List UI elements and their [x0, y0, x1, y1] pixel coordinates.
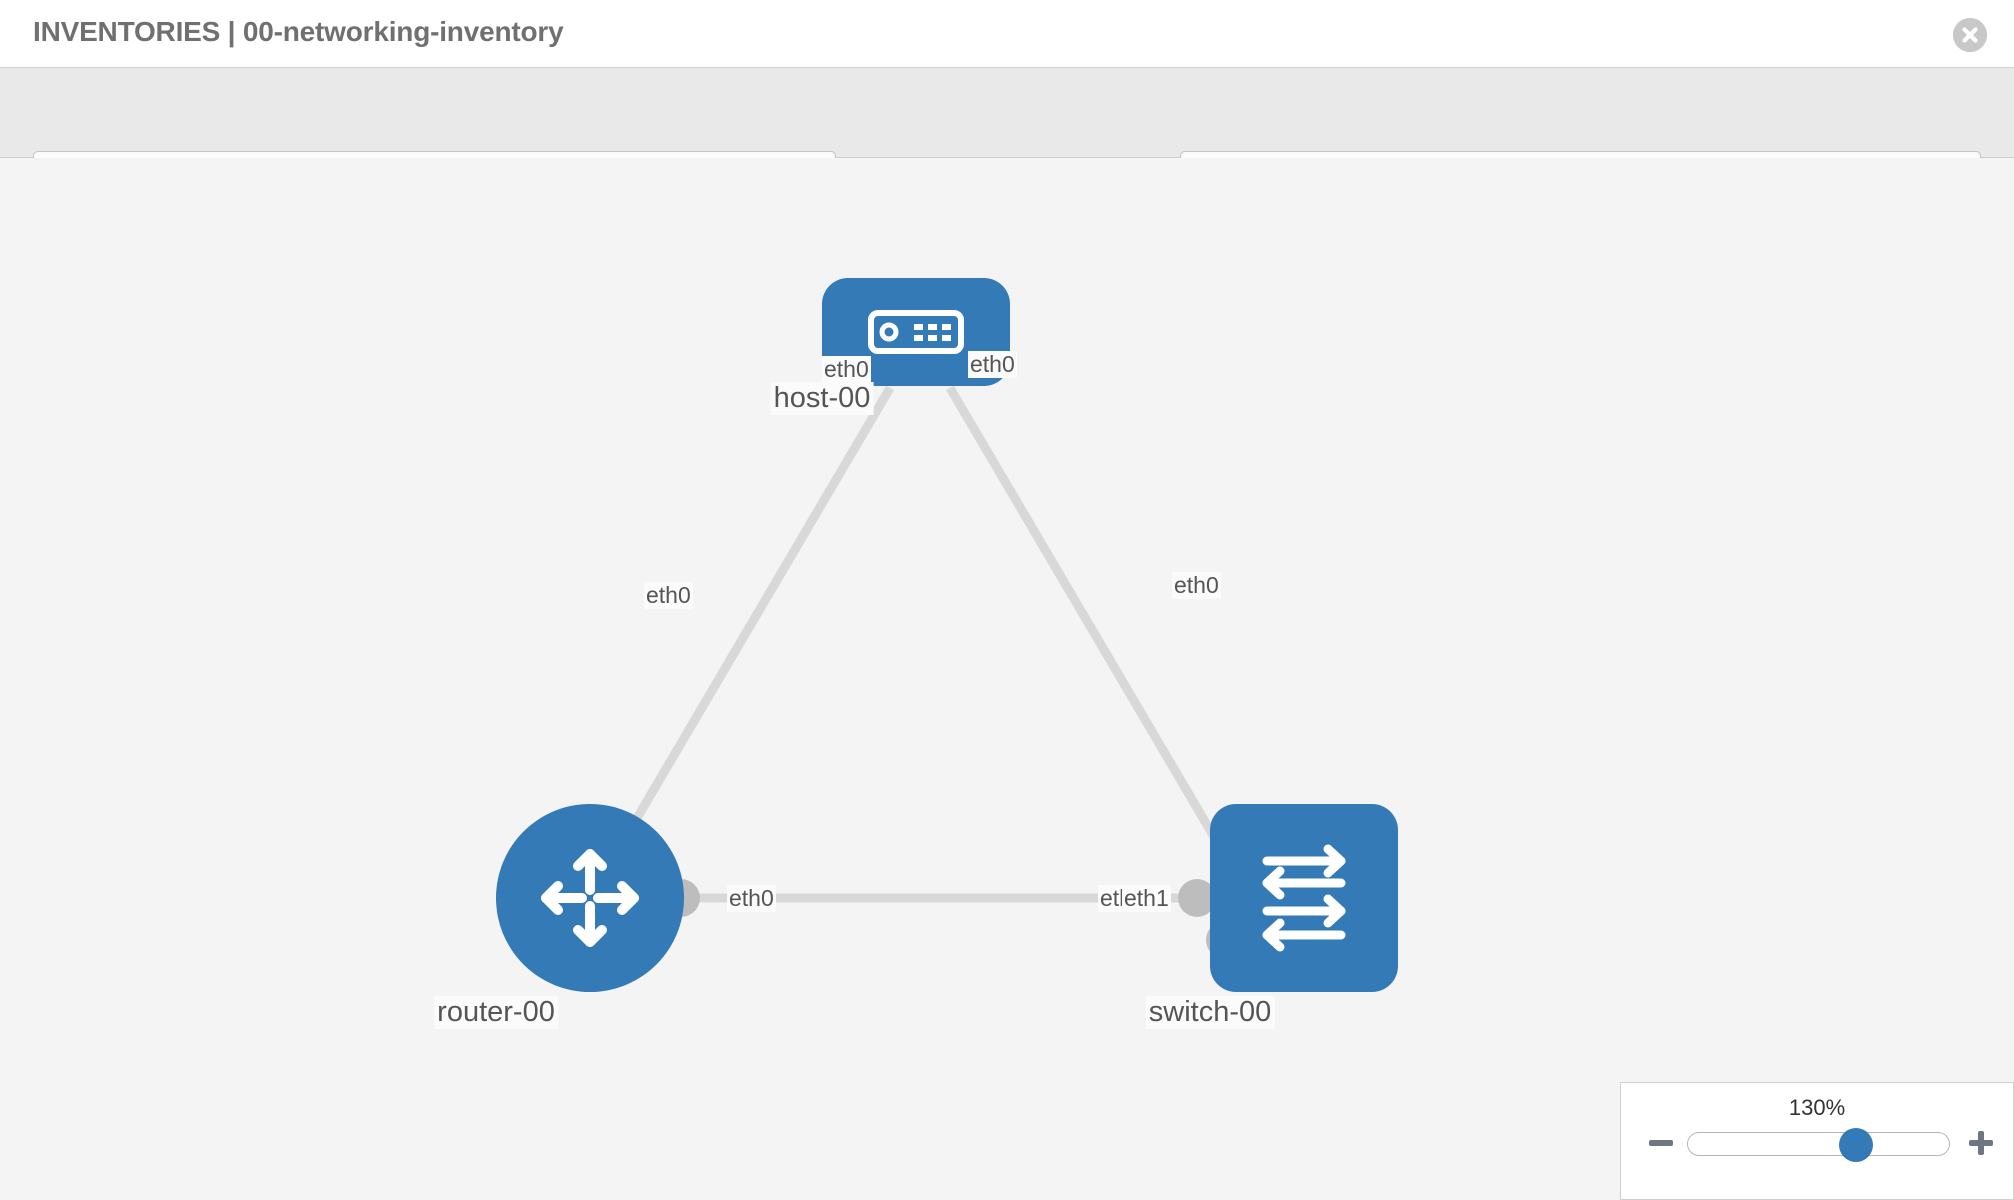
switch-arrows-icon: [1262, 844, 1346, 952]
zoom-slider-thumb[interactable]: [1839, 1128, 1874, 1162]
server-icon: [868, 310, 964, 354]
edge-label-switch-up: eth0: [1172, 572, 1221, 599]
close-button[interactable]: [1953, 18, 1987, 52]
edge-label-host-right: eth0: [968, 351, 1017, 378]
node-router-00-shape: [496, 804, 684, 992]
zoom-level-value: 130%: [1788, 1095, 1846, 1120]
edge-label-host-left: eth0: [822, 356, 871, 383]
node-switch-00-label: switch-00: [1145, 996, 1275, 1029]
topology-canvas[interactable]: host-00 router-00: [0, 158, 2014, 1200]
zoom-slider-track[interactable]: [1687, 1128, 1950, 1162]
node-router-00-label: router-00: [434, 996, 558, 1029]
node-host-00-label: host-00: [770, 382, 874, 415]
edge-label-router-right: eth0: [727, 885, 776, 912]
zoom-control-panel: 130%: [1620, 1082, 2014, 1200]
zoom-out-button[interactable]: [1647, 1129, 1675, 1157]
edge-label-switch-left-over: eth1: [1122, 885, 1171, 912]
page-title: INVENTORIES | 00-networking-inventory: [33, 16, 564, 47]
toolbar: ACTIONS SEARCH: [0, 68, 2014, 201]
connector-switch-left: [1178, 879, 1216, 917]
close-circle-icon: [1953, 18, 1987, 52]
router-arrows-icon: [541, 849, 639, 947]
minus-icon: [1649, 1140, 1673, 1146]
edge-label-router-up: eth0: [644, 582, 693, 609]
plus-icon: [1969, 1131, 1993, 1155]
zoom-in-button[interactable]: [1967, 1129, 1995, 1157]
header-bar: INVENTORIES | 00-networking-inventory: [0, 0, 2014, 68]
node-switch-00-shape: [1210, 804, 1398, 992]
